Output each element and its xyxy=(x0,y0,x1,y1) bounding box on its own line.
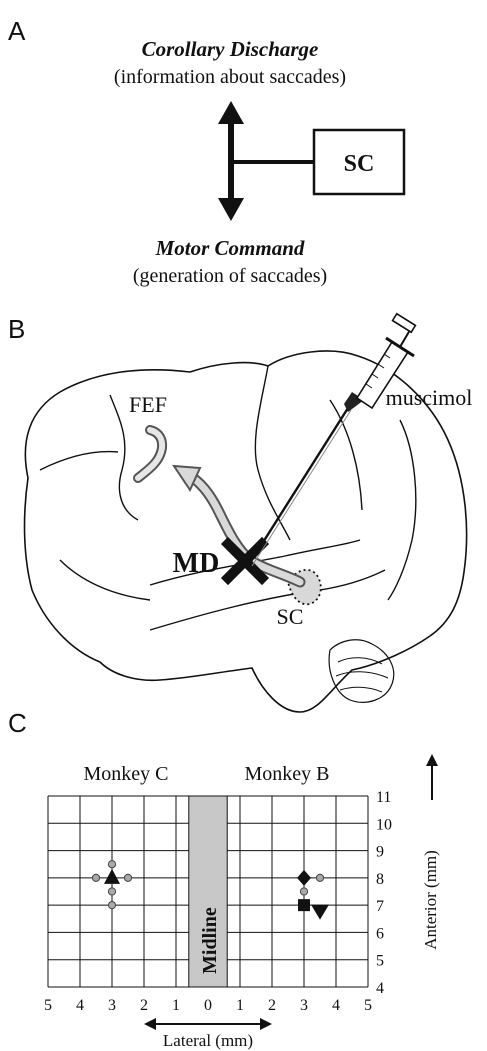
marker-circle xyxy=(124,874,131,881)
marker-circle xyxy=(108,888,115,895)
corollary-discharge-subtitle: (information about saccades) xyxy=(114,66,346,88)
down-arrowhead xyxy=(218,198,244,221)
x-tick-label: 4 xyxy=(76,997,84,1014)
sc-box-label: SC xyxy=(344,151,375,177)
motor-command-subtitle: (generation of saccades) xyxy=(133,265,327,287)
panel-a-label: A xyxy=(8,16,26,46)
y-tick-label: 5 xyxy=(376,953,384,970)
x-tick-label: 2 xyxy=(140,997,148,1014)
marker-circle xyxy=(300,888,307,895)
motor-command-title: Motor Command xyxy=(155,236,305,260)
x-tick-label: 0 xyxy=(204,997,212,1014)
panel-b: B FEF MD SC xyxy=(8,314,472,712)
x-tick-label: 1 xyxy=(236,997,244,1014)
panel-c-label: C xyxy=(8,708,27,738)
marker-triangle-down xyxy=(311,905,329,920)
corollary-discharge-title: Corollary Discharge xyxy=(142,37,319,61)
y-tick-label: 8 xyxy=(376,871,384,888)
marker-circle xyxy=(316,874,323,881)
brain-sulcus-principal xyxy=(40,452,118,470)
monkey-b-title: Monkey B xyxy=(245,763,330,785)
x-tick-label: 5 xyxy=(364,997,372,1014)
midline-band: Midline xyxy=(189,796,227,987)
panel-b-label: B xyxy=(8,314,25,344)
midline-label: Midline xyxy=(199,907,221,974)
y-tick-label: 6 xyxy=(376,925,384,942)
x-tick-label: 3 xyxy=(108,997,116,1014)
x-tick-label: 4 xyxy=(332,997,340,1014)
fef-label: FEF xyxy=(129,392,167,417)
y-tick-label: 4 xyxy=(376,980,384,997)
marker-triangle-up xyxy=(104,869,120,884)
monkey-c-title: Monkey C xyxy=(84,763,169,785)
syringe-plunger xyxy=(400,330,410,347)
marker-circle xyxy=(108,902,115,909)
up-arrowhead xyxy=(218,101,244,124)
brain-sulcus-temporal-pole xyxy=(60,560,150,600)
sc-label: SC xyxy=(277,604,304,629)
y-tick-label: 7 xyxy=(376,898,384,915)
marker-circle xyxy=(92,874,99,881)
x-tick-label: 3 xyxy=(300,997,308,1014)
cerebellum-outline xyxy=(329,640,394,703)
panel-a: A Corollary Discharge (information about… xyxy=(8,16,404,287)
marker-diamond xyxy=(297,870,311,886)
brain-sulcus-lunate xyxy=(388,420,416,600)
x-axis-label: Lateral (mm) xyxy=(163,1031,253,1050)
y-tick-label: 11 xyxy=(376,789,391,806)
md-label: MD xyxy=(173,548,220,579)
muscimol-label: muscimol xyxy=(386,385,473,410)
brain-sulcus-intraparietal xyxy=(330,400,362,510)
cerebellum-folia xyxy=(336,658,388,692)
y-axis-label: Anterior (mm) xyxy=(421,850,440,950)
marker-square xyxy=(298,899,310,911)
y-tick-label: 10 xyxy=(376,816,392,833)
marker-circle xyxy=(108,861,115,868)
y-tick-label: 9 xyxy=(376,844,384,861)
x-tick-label: 2 xyxy=(268,997,276,1014)
x-tick-label: 1 xyxy=(172,997,180,1014)
x-tick-label: 5 xyxy=(44,997,52,1014)
